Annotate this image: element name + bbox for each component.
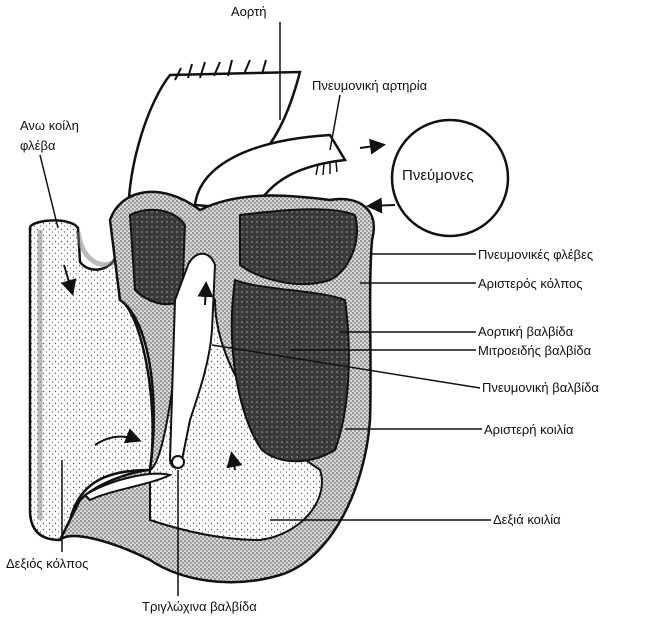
label-aortic-valve: Αορτική βαλβίδα (478, 324, 573, 339)
label-left-atrium: Αριστερός κόλπος (478, 276, 583, 291)
label-right-ventricle: Δεξιά κοιλία (493, 512, 561, 527)
flow-arrow-from-lungs (370, 205, 395, 206)
label-lungs: Πνεύμονες (402, 168, 474, 183)
label-superior-vena-cava-line2: φλέβα (20, 138, 55, 153)
label-mitral-valve: Μιτροειδής βαλβίδα (478, 343, 591, 358)
label-superior-vena-cava-line1: Ανω κοίλη (20, 118, 79, 133)
left-atrium-chamber (240, 209, 357, 284)
label-tricuspid-valve: Τριγλώχινα βαλβίδα (142, 599, 257, 614)
left-atrium-inner (130, 210, 185, 304)
flow-arrow-to-lungs (360, 145, 382, 148)
label-pulmonary-artery: Πνευμονική αρτηρία (312, 78, 427, 93)
flow-arrow-septum (205, 285, 206, 305)
label-pulmonary-veins: Πνευμονικές φλέβες (478, 247, 593, 262)
label-aorta: Αορτή (231, 4, 266, 19)
label-left-ventricle: Αριστερή κοιλία (484, 422, 574, 437)
label-right-atrium: Δεξιός κόλπος (6, 556, 88, 571)
tricuspid-valve-dot (172, 456, 184, 468)
label-pulmonary-valve: Πνευμονική βαλβίδα (482, 380, 599, 395)
